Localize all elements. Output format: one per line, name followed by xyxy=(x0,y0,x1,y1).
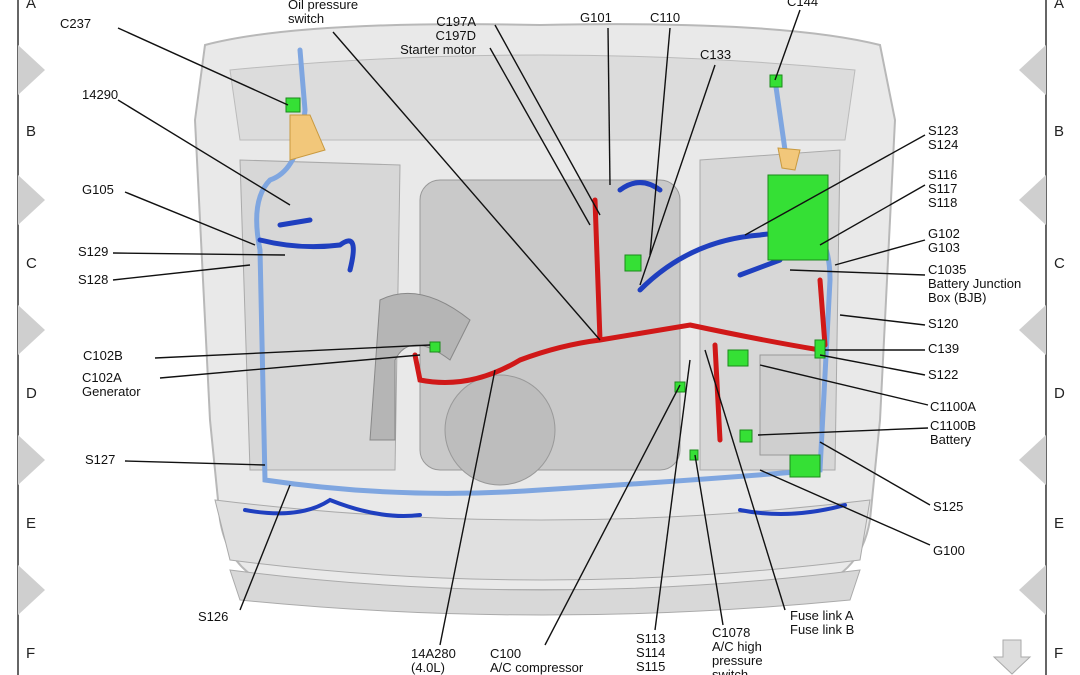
fluid-reservoir xyxy=(289,114,326,161)
label-g102-g103: G102 G103 xyxy=(928,226,960,255)
label-s126: S126 xyxy=(198,609,229,624)
row-label-a-left: A xyxy=(26,0,37,12)
label-s123-s124: S123 S124 xyxy=(928,123,959,152)
label-s120: S120 xyxy=(928,316,959,331)
connectors xyxy=(285,74,829,478)
fluid-reservoir-right xyxy=(777,147,801,171)
row-label-d-right: D xyxy=(1054,385,1065,402)
row-label-d-left: D xyxy=(26,385,37,402)
next-page-arrow-icon[interactable] xyxy=(992,639,1032,675)
label-c237: C237 xyxy=(60,16,92,31)
row-label-e-right: E xyxy=(1054,515,1065,532)
row-label-b-right: B xyxy=(1054,123,1065,140)
row-label-f-right: F xyxy=(1054,645,1064,662)
label-g105: G105 xyxy=(82,182,114,197)
label-s129: S129 xyxy=(78,244,109,259)
leader-lines xyxy=(112,9,931,646)
label-14290: 14290 xyxy=(82,87,119,102)
grid-markers xyxy=(18,45,1046,615)
label-c1078-ac-switch: C1078 A/C high pressure switch xyxy=(712,625,763,675)
label-fuse-links: Fuse link A Fuse link B xyxy=(790,608,855,637)
label-oil-pressure-switch: Oil pressure switch xyxy=(288,0,359,26)
row-label-f-left: F xyxy=(26,645,36,662)
label-c1100a: C1100A xyxy=(930,399,977,414)
label-s113-s115: S113 S114 S115 xyxy=(636,631,666,674)
label-s128: S128 xyxy=(78,272,109,287)
label-c197-starter-motor: C197A C197D Starter motor xyxy=(400,14,476,57)
label-c110: C110 xyxy=(650,10,681,25)
label-s125: S125 xyxy=(933,499,964,514)
row-label-b-left: B xyxy=(26,123,37,140)
label-s116-s118: S116 S117 S118 xyxy=(928,167,958,210)
label-s122: S122 xyxy=(928,367,959,382)
label-c1035-bjb: C1035 Battery Junction Box (BJB) xyxy=(928,262,1022,305)
row-label-c-left: C xyxy=(26,255,37,272)
label-c100-ac-compressor: C100 A/C compressor xyxy=(490,646,584,675)
row-label-c-right: C xyxy=(1054,255,1065,272)
label-c133: C133 xyxy=(700,47,732,62)
vehicle-body xyxy=(193,23,897,616)
label-c1100b-battery: C1100B Battery xyxy=(930,418,977,447)
row-label-a-right: A xyxy=(1054,0,1065,12)
label-c102a-generator: C102A Generator xyxy=(82,370,141,399)
label-g100: G100 xyxy=(933,543,965,558)
row-label-e-left: E xyxy=(26,515,37,532)
label-g101: G101 xyxy=(580,10,612,25)
label-c144: C144 xyxy=(787,0,819,9)
label-c102b: C102B xyxy=(83,348,123,363)
label-14a280: 14A280 (4.0L) xyxy=(411,646,456,675)
label-s127: S127 xyxy=(85,452,116,467)
label-c139: C139 xyxy=(928,341,960,356)
